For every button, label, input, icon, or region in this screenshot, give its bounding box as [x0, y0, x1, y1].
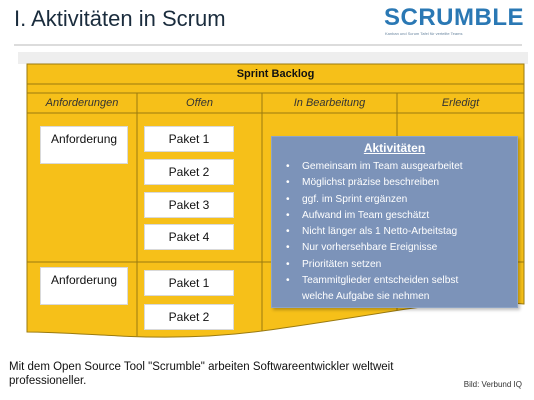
slide: I. Aktivitäten in Scrum SCRUMBLE Kanban …: [14, 4, 528, 338]
activity-item: •Gemeinsam im Team ausgearbeitet: [286, 161, 463, 172]
activities-title: Aktivitäten: [363, 141, 426, 155]
activity-item: •Aufwand im Team geschätzt: [286, 209, 430, 221]
activity-item-continuation: welche Aufgabe sie nehmen: [302, 291, 430, 303]
package-card: Paket 4: [144, 224, 234, 250]
header-shadow: [18, 52, 528, 64]
activities-info-box: Aktivitäten •Gemeinsam im Team ausgearbe…: [271, 136, 518, 308]
requirement-card: Anforderung: [40, 126, 128, 164]
package-card: Paket 3: [144, 192, 234, 218]
package-card: Paket 2: [144, 159, 234, 185]
activity-item: •ggf. im Sprint ergänzen: [286, 193, 408, 205]
column-header-anforderungen: Anforderungen: [45, 97, 119, 109]
column-header-erledigt: Erledigt: [441, 97, 480, 109]
logo-tagline: Kanban und Scrum Tafel für verteilte Tea…: [385, 31, 463, 36]
package-card: Paket 2: [144, 304, 234, 330]
logo-wordmark: SCRUMBLE: [384, 4, 524, 31]
column-header-offen: Offen: [186, 97, 213, 109]
activity-item: •Teammitglieder entscheiden selbst: [286, 275, 459, 287]
title-divider: [14, 44, 522, 46]
activity-item: •Nicht länger als 1 Netto-Arbeitstag: [286, 226, 458, 238]
package-card: Paket 1: [144, 270, 234, 296]
package-card: Paket 1: [144, 126, 234, 152]
scrumble-logo: SCRUMBLE Kanban und Scrum Tafel für vert…: [384, 4, 524, 40]
activities-list: •Gemeinsam im Team ausgearbeitet •Möglic…: [272, 159, 463, 306]
caption-line-1: Mit dem Open Source Tool "Scrumble" arbe…: [9, 361, 394, 373]
image-caption: Mit dem Open Source Tool "Scrumble" arbe…: [9, 361, 393, 388]
requirement-card: Anforderung: [40, 267, 128, 305]
image-credit: Bild: Verbund IQ: [463, 380, 522, 389]
activity-item: •Prioritäten setzen: [286, 258, 382, 270]
caption-line-2: professioneller.: [9, 374, 87, 387]
column-header-in-bearbeitung: In Bearbeitung: [293, 97, 366, 109]
sprint-backlog-title: Sprint Backlog: [236, 68, 315, 80]
activity-item: •Möglichst präzise beschreiben: [286, 177, 440, 189]
slide-title: I. Aktivitäten in Scrum: [14, 6, 226, 31]
activity-item: •Nur vorhersehbare Ereignisse: [286, 242, 438, 254]
